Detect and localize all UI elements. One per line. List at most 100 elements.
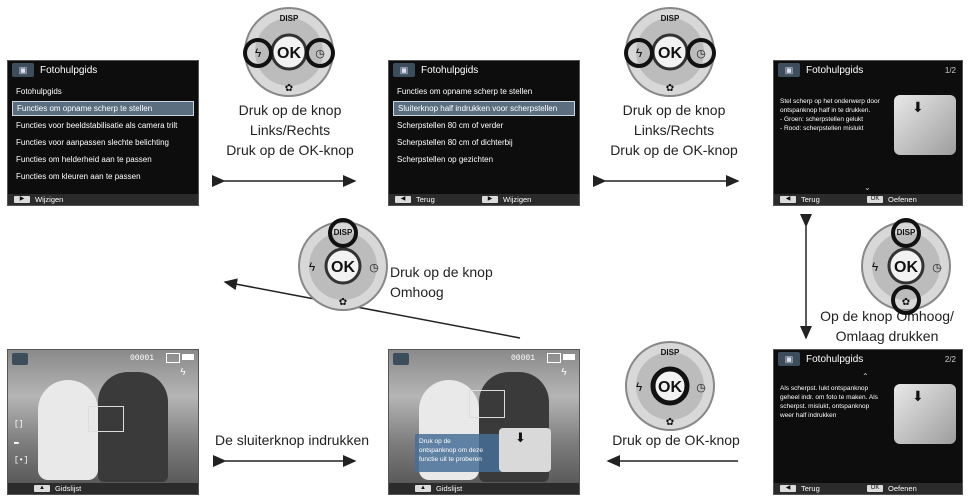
disp-label: DISP — [661, 348, 680, 357]
finger-illustration: ⬇ — [499, 428, 551, 472]
camera-help-icon: ▣ — [393, 63, 415, 77]
menu-item[interactable]: Functies om kleuren aan te passen — [16, 172, 141, 181]
page-indicator: 2/2 — [944, 354, 956, 364]
menu-item[interactable]: Functies voor beeldstabilisatie als came… — [16, 121, 178, 130]
camera-help-icon: ▣ — [778, 352, 800, 366]
caption-step6: De sluiterknop indrukken — [214, 432, 370, 448]
play-icon: ▶ — [14, 196, 30, 203]
highlight-right — [305, 38, 335, 68]
finger-illustration: ⬇ — [894, 95, 956, 155]
caption-step3: Druk op de knop Omhoog — [390, 262, 530, 302]
screen-footer: ◀ Terug ▶ Wijzigen — [389, 194, 579, 205]
help-line: scherpst. mislukt, ontspanknop — [780, 403, 870, 410]
footer-guide-label[interactable]: Gidslijst — [55, 484, 82, 493]
screen-footer: ◀ Terug OK Oefenen — [774, 194, 962, 205]
flash-icon: ϟ — [872, 260, 879, 274]
disp-label: DISP — [280, 14, 299, 23]
menu-item[interactable]: Functies om helderheid aan te passen — [16, 155, 152, 164]
screen-footer: ▲ Gidslijst — [8, 483, 198, 494]
menu-item[interactable]: Functies voor aanpassen slechte belichti… — [16, 138, 169, 147]
screen-header: ▣ Fotohulpgids 2/2 — [774, 350, 962, 368]
help-line: ontspanknop om deze — [419, 447, 483, 454]
ok-button — [887, 247, 925, 285]
play-icon: ▶ — [482, 196, 498, 203]
ok-label: OK — [658, 379, 682, 396]
help-line: Als scherpst. lukt ontspanknop — [780, 385, 869, 392]
focus-frame — [469, 390, 505, 418]
help-line: Stel scherp op het onderwerp door — [780, 98, 880, 105]
screen-guide-menu: ▣ Fotohulpgids Fotohulpgids Functies om … — [7, 60, 199, 206]
header-title: Fotohulpgids — [806, 64, 864, 76]
scroll-down-icon: ⌄ — [864, 183, 871, 192]
help-line: weer half indrukken — [780, 412, 837, 419]
screen-footer: ◀ Terug OK Oefenen — [774, 483, 962, 494]
caption-line: Druk op de OK-knop — [610, 142, 738, 158]
highlight-down — [891, 285, 921, 315]
caption-step4: Op de knop Omhoog/ Omlaag drukken — [812, 306, 962, 346]
scroll-up-icon: ⌃ — [862, 372, 869, 381]
control-dial-left-right[interactable]: OK DISP ϟ ◷ ✿ — [239, 2, 339, 102]
flash-icon: ϟ — [636, 380, 643, 394]
control-dial-up[interactable]: OK DISP ϟ ◷ ✿ — [293, 216, 393, 316]
caption-line: Druk op de knop — [390, 264, 493, 280]
menu-item-selected[interactable]: Functies om opname scherp te stellen — [12, 101, 194, 116]
timer-icon: ◷ — [696, 48, 706, 60]
footer-practice-label[interactable]: Oefenen — [888, 195, 917, 204]
macro-icon: ✿ — [666, 83, 674, 94]
wedding-photo — [8, 350, 198, 483]
menu-item[interactable]: Scherpstellen op gezichten — [397, 155, 494, 164]
footer-back-label[interactable]: Terug — [801, 195, 820, 204]
control-dial-ok[interactable]: OK DISP ϟ ◷ ✿ — [620, 336, 720, 436]
camera-help-icon — [12, 353, 28, 365]
size-icon — [547, 353, 561, 363]
ok-label: OK — [277, 45, 301, 62]
header-title: Fotohulpgids — [421, 64, 479, 76]
battery-icon — [563, 354, 575, 360]
disp-label: DISP — [334, 228, 353, 237]
screen-help-page-1: ▣ Fotohulpgids 1/2 Stel scherp op het on… — [773, 60, 963, 206]
ok-button — [650, 366, 690, 406]
screen-help-page-2: ▣ Fotohulpgids 2/2 ⌃ Als scherpst. lukt … — [773, 349, 963, 495]
control-dial-left-right[interactable]: OK DISP ϟ ◷ ✿ — [620, 2, 720, 102]
highlight-left — [624, 38, 654, 68]
help-line: Druk op de — [419, 438, 451, 445]
camera-help-icon: ▣ — [778, 63, 800, 77]
menu-item[interactable]: Functies om opname scherp te stellen — [397, 87, 533, 96]
footer-change-label[interactable]: Wijzigen — [503, 195, 532, 204]
ok-label: OK — [331, 259, 355, 276]
control-dial-up-down[interactable]: OK DISP ϟ ◷ ✿ — [856, 216, 956, 316]
screen-header: ▣ Fotohulpgids — [8, 61, 198, 79]
help-text: Als scherpst. lukt ontspanknop geheel in… — [780, 384, 900, 420]
menu-item-selected[interactable]: Sluiterknop half indrukken voor scherpst… — [393, 101, 575, 116]
back-icon: ◀ — [395, 196, 411, 203]
page-indicator: 1/2 — [944, 65, 956, 75]
screen-header: ▣ Fotohulpgids 1/2 — [774, 61, 962, 79]
focus-area-icon: [•] — [14, 456, 29, 465]
help-line: - Groen: scherpstellen gelukt — [780, 116, 864, 123]
footer-back-label[interactable]: Terug — [416, 195, 435, 204]
battery-icon — [182, 354, 194, 360]
back-icon: ◀ — [780, 485, 796, 492]
footer-back-label[interactable]: Terug — [801, 484, 820, 493]
footer-change-label[interactable]: Wijzigen — [35, 195, 64, 204]
screen-header: ▣ Fotohulpgids — [389, 61, 579, 79]
ok-key: OK — [867, 485, 883, 492]
camera-help-icon: ▣ — [12, 63, 34, 77]
up-icon: ▲ — [34, 485, 50, 492]
menu-item[interactable]: Scherpstellen 80 cm of dichterbij — [397, 138, 513, 147]
menu-item[interactable]: Fotohulpgids — [16, 87, 62, 96]
footer-practice-label[interactable]: Oefenen — [888, 484, 917, 493]
shot-counter: 00001 — [130, 354, 155, 363]
help-text: Stel scherp op het onderwerp door ontspa… — [780, 97, 900, 133]
help-text: Druk op de ontspanknop om deze functie u… — [419, 437, 483, 464]
menu-item[interactable]: Scherpstellen 80 cm of verder — [397, 121, 504, 130]
down-arrow-icon: ⬇ — [515, 430, 526, 445]
footer-guide-label[interactable]: Gidslijst — [436, 484, 463, 493]
help-line: ontspanknop half in te drukken. — [780, 107, 871, 114]
caption-line: Links/Rechts — [633, 122, 715, 138]
stabilizer-icon: [] — [14, 420, 24, 429]
camera-help-icon — [393, 353, 409, 365]
down-arrow-icon: ⬇ — [912, 388, 924, 404]
metering-icon: ▬ — [14, 438, 19, 447]
screen-practice-help: 00001 ϟ Druk op de ontspanknop om deze f… — [388, 349, 580, 495]
